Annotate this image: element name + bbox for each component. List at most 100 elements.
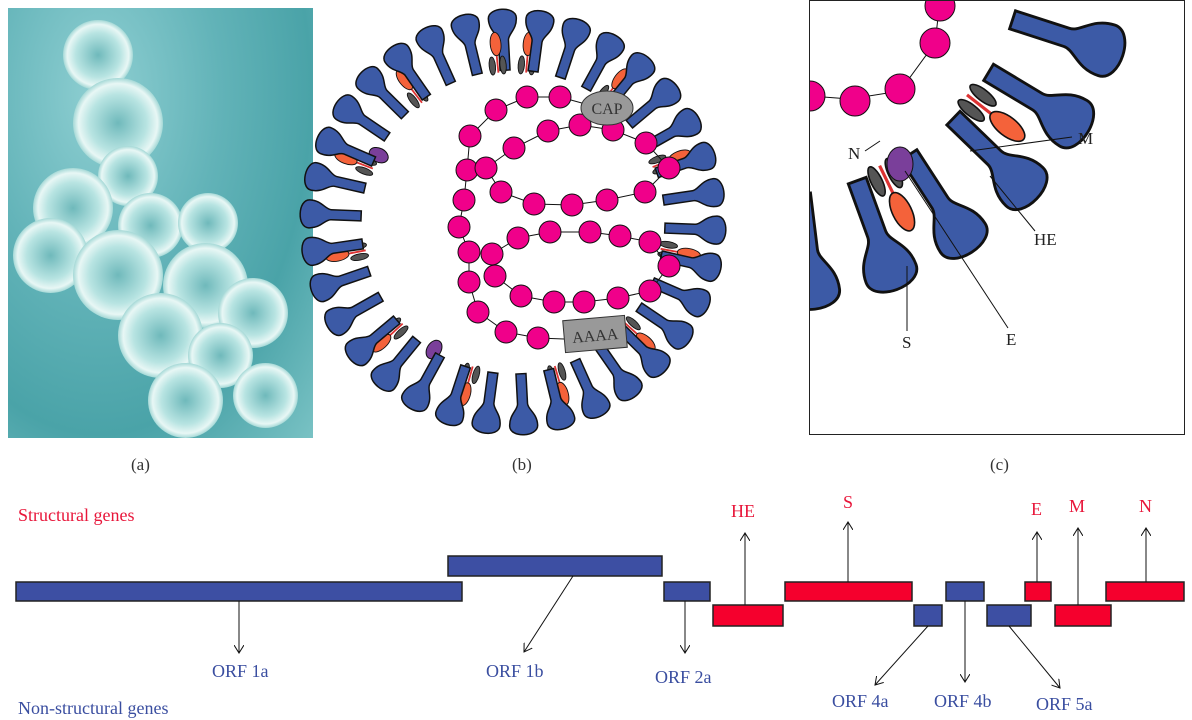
m-protein <box>406 92 420 109</box>
spike-s <box>981 62 1095 150</box>
spike <box>415 25 457 87</box>
he-head <box>888 191 916 232</box>
leader-line-n <box>864 140 881 152</box>
spike-s <box>450 13 484 77</box>
spike <box>616 324 671 378</box>
he-stalk <box>878 164 897 199</box>
nucleotide <box>578 220 602 244</box>
spike-s <box>635 301 694 350</box>
he-stalk <box>553 365 562 386</box>
he-stalk <box>495 52 500 73</box>
m-protein <box>867 166 887 197</box>
m-protein <box>625 316 641 331</box>
spike-s <box>508 372 539 436</box>
spike <box>324 291 385 337</box>
spike <box>641 107 702 153</box>
nucleotide <box>538 220 562 244</box>
nucleotide <box>502 136 526 160</box>
nucleotide <box>633 180 657 204</box>
spike <box>846 175 919 294</box>
spike <box>508 372 539 436</box>
m-protein <box>350 253 369 261</box>
nucleotide <box>484 98 508 122</box>
spike <box>1007 8 1127 78</box>
gene-label-m: M <box>1069 496 1086 516</box>
nucleotide <box>638 279 662 303</box>
he-stalk <box>466 366 474 386</box>
zoom-envelope-diagram <box>810 1 1127 331</box>
he-protein <box>957 83 1026 143</box>
nucleotide <box>634 131 658 155</box>
spike-s <box>594 342 643 402</box>
nucleotide <box>509 284 533 308</box>
spike <box>663 215 727 245</box>
spike-s <box>580 31 626 93</box>
spike-s <box>569 357 611 419</box>
spike <box>594 342 643 402</box>
label-s: S <box>902 333 912 352</box>
nucleotide <box>515 85 539 109</box>
gene-label-he: HE <box>731 501 755 521</box>
nucleotide <box>572 290 596 314</box>
m-protein <box>957 98 986 122</box>
spike-s <box>370 335 422 392</box>
spike <box>898 147 989 260</box>
nucleotide <box>839 85 871 117</box>
gene-box-m <box>1054 604 1112 627</box>
spike-s <box>400 351 446 413</box>
spike <box>301 236 365 267</box>
spike <box>299 199 363 229</box>
he-stalk <box>354 160 374 170</box>
arrow-orf5a <box>1008 625 1060 688</box>
spike <box>400 351 446 413</box>
nucleotide <box>522 192 546 216</box>
spike-s <box>1007 8 1127 78</box>
spike <box>554 17 591 81</box>
m-protein <box>969 83 997 107</box>
he-protein <box>488 31 507 76</box>
spike <box>315 126 377 168</box>
spike-s <box>810 191 841 311</box>
m-protein <box>488 56 497 76</box>
cap-label: CAP <box>591 101 622 118</box>
spike <box>435 363 472 427</box>
nucleotide <box>608 224 632 248</box>
m-protein <box>355 166 374 176</box>
spike <box>981 62 1095 150</box>
spike <box>383 42 432 102</box>
spike-s <box>301 236 365 267</box>
spike-s <box>315 126 377 168</box>
m-protein <box>648 154 667 165</box>
m-protein <box>471 365 481 385</box>
m-protein <box>557 362 567 381</box>
spike <box>635 301 694 350</box>
zoom-panel: N M HE S E <box>809 0 1185 435</box>
nucleotide <box>489 180 513 204</box>
spike <box>625 77 682 130</box>
gene-box-orf5a <box>986 604 1032 627</box>
label-he: HE <box>1034 230 1057 249</box>
nucleotide <box>884 73 916 105</box>
spike-s <box>525 9 555 73</box>
gene-label-orf1a: ORF 1a <box>212 661 269 681</box>
spike-s <box>542 367 576 431</box>
nucleotide <box>466 300 490 324</box>
spike-s <box>898 147 989 260</box>
nonstructural-genes-title: Non-structural genes <box>18 698 169 718</box>
caption-b: (b) <box>512 455 532 474</box>
arrow-orf1b <box>524 575 574 652</box>
spike <box>580 31 626 93</box>
spike-s <box>324 291 385 337</box>
he-stalk <box>387 322 404 338</box>
gene-box-orf4a <box>913 604 943 627</box>
nucleotide <box>457 270 481 294</box>
spike-s <box>661 177 725 208</box>
spike <box>344 314 401 367</box>
electron-micrograph <box>8 8 313 438</box>
he-stalk <box>525 52 529 73</box>
structural-genes-title: Structural genes <box>18 505 135 525</box>
spike-s <box>299 199 363 229</box>
spike-s <box>616 324 671 378</box>
